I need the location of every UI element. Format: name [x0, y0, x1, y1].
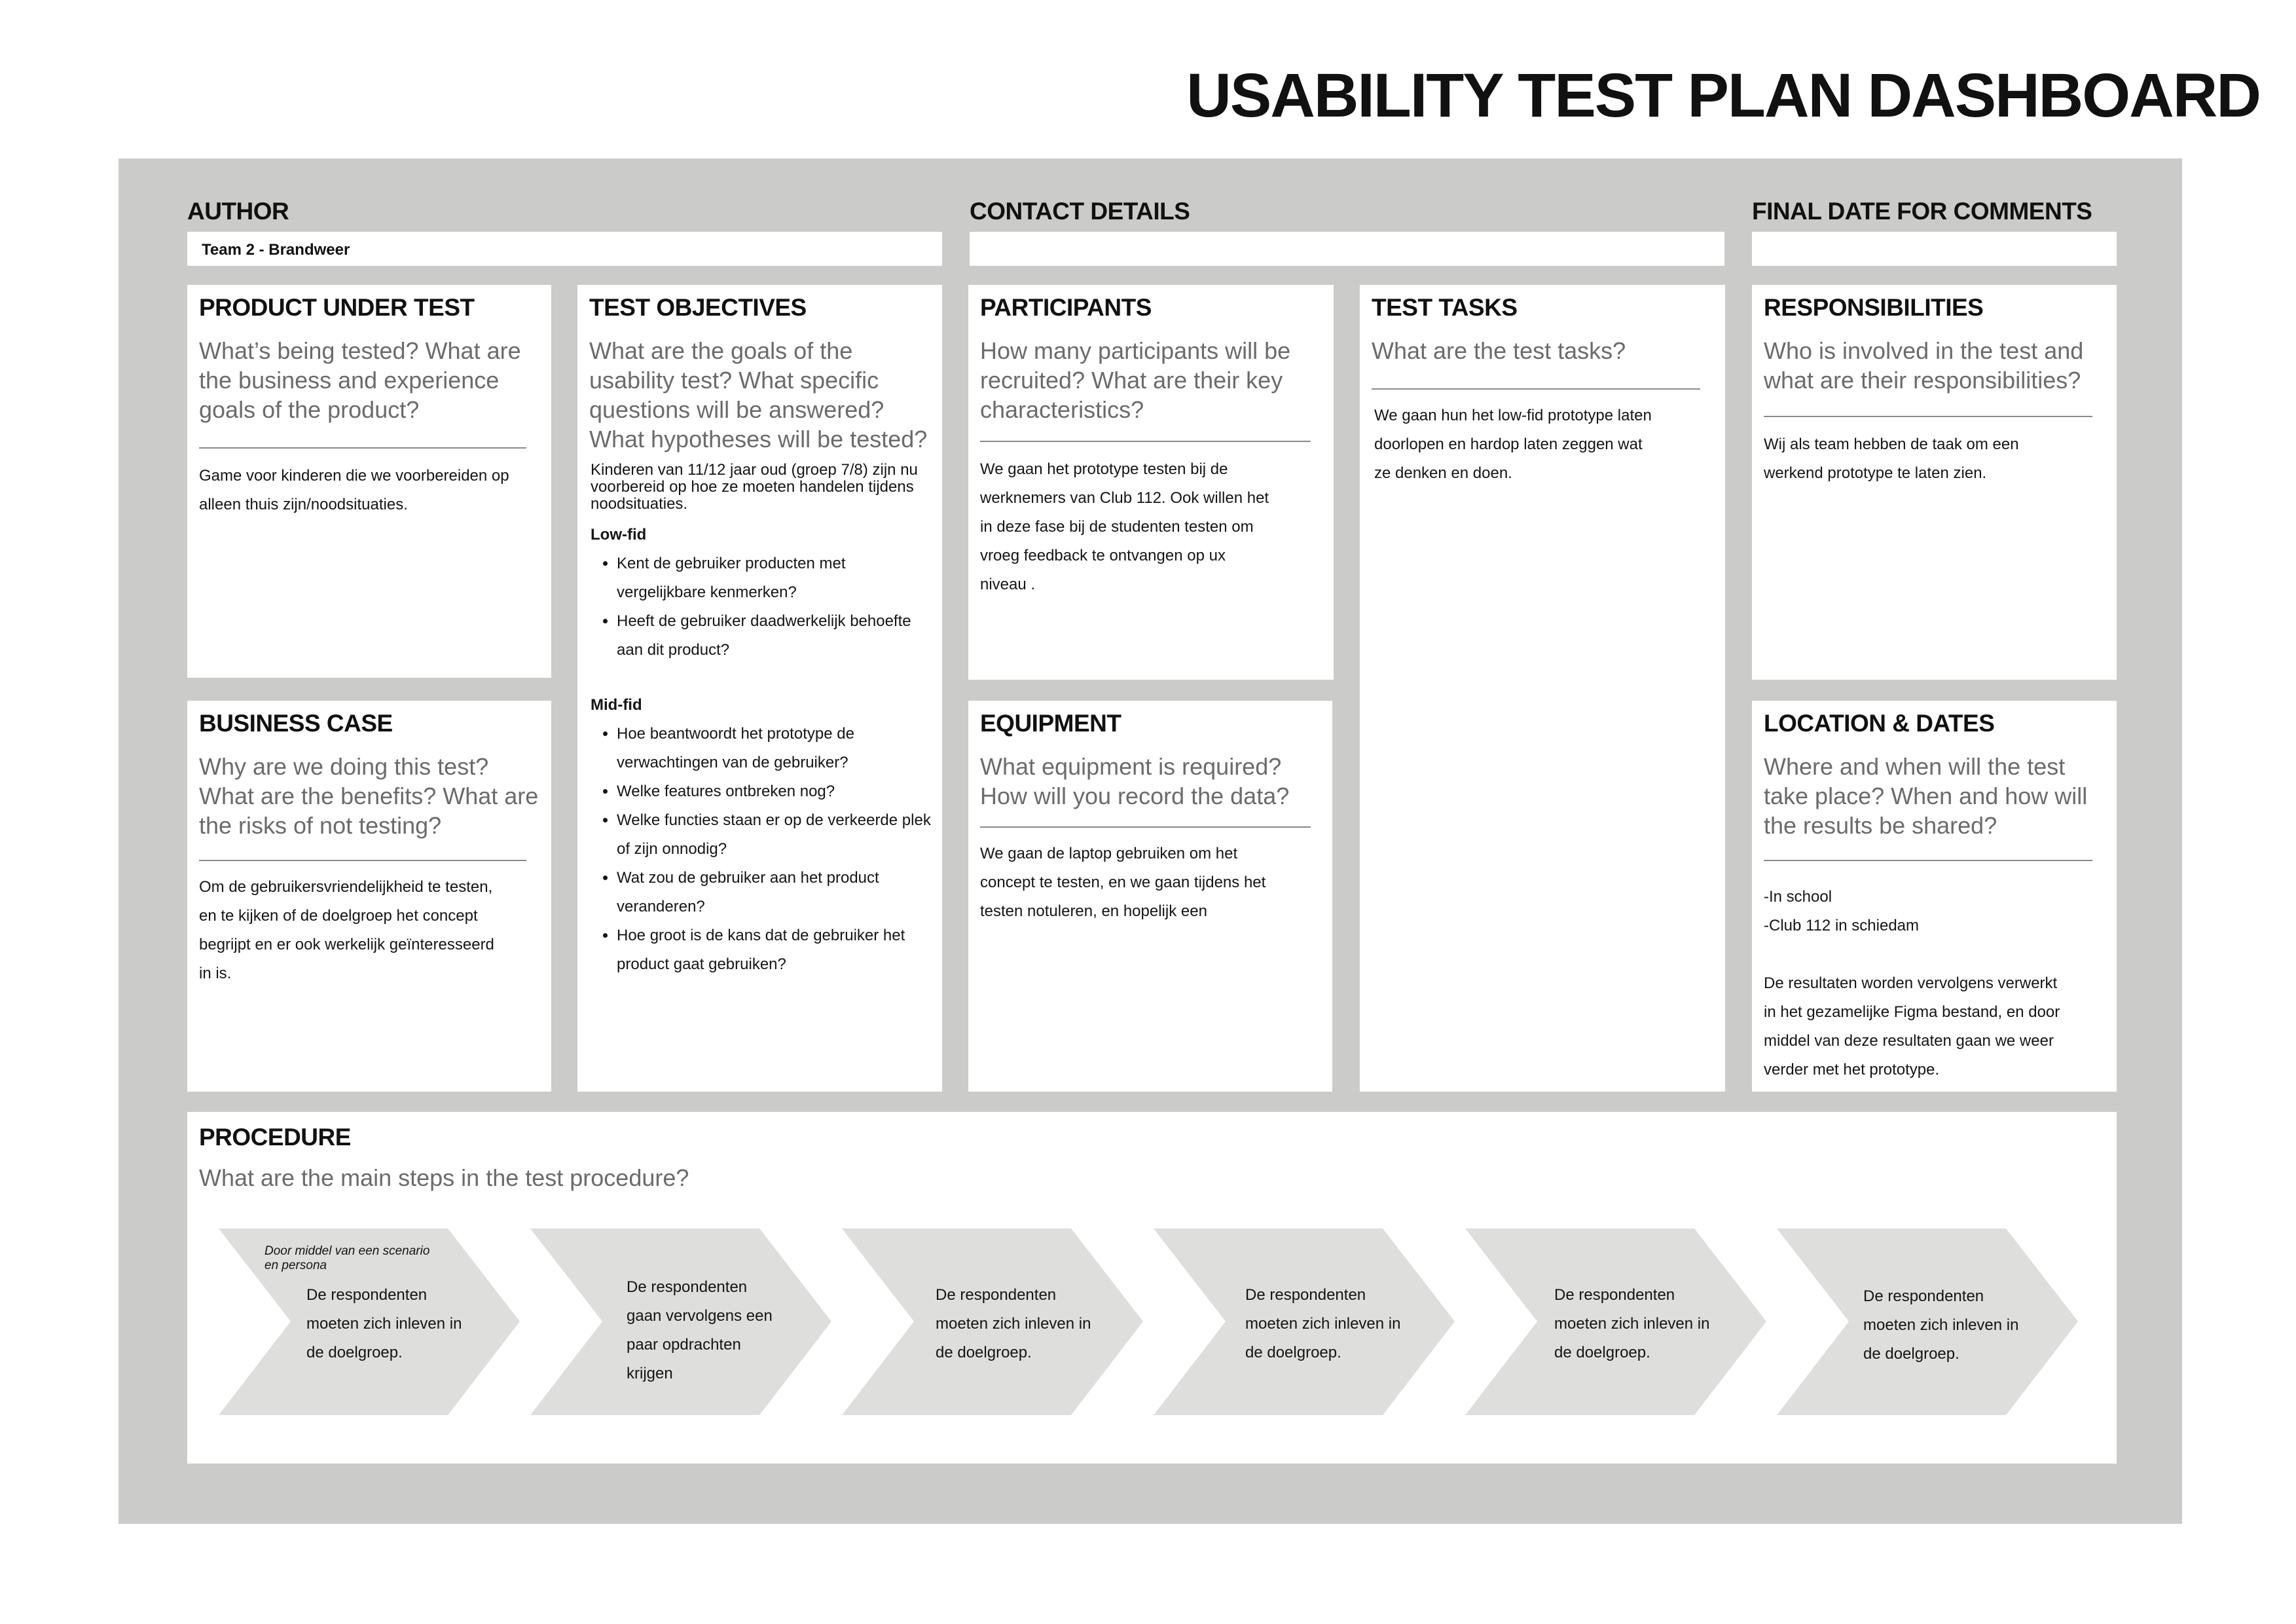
participants-text[interactable]: We gaan het prototype testen bij de werk… [980, 460, 1269, 593]
list-item: Welke functies staan er op de verkeerde … [617, 806, 938, 864]
test-tasks-question: What are the test tasks? [1372, 337, 1626, 364]
participants-title: PARTICIPANTS [980, 294, 1152, 321]
author-field[interactable]: Team 2 - Brandweer [187, 232, 942, 266]
divider [199, 447, 526, 449]
midfid-list: Hoe beantwoordt het prototype de verwach… [591, 720, 938, 979]
product-under-test-question: What’s being tested? What are the busine… [199, 337, 521, 423]
divider [980, 826, 1311, 828]
chevron-shape [1465, 1228, 1766, 1415]
list-item: Welke features ontbreken nog? [617, 777, 938, 806]
equipment-title: EQUIPMENT [980, 710, 1121, 737]
participants-card: PARTICIPANTS How many participants will … [968, 285, 1334, 680]
equipment-text[interactable]: We gaan de laptop gebruiken om het conce… [980, 845, 1266, 920]
procedure-question: What are the main steps in the test proc… [199, 1164, 689, 1191]
final-date-label: FINAL DATE FOR COMMENTS [1752, 198, 2092, 225]
author-label: AUTHOR [187, 198, 289, 225]
location-dates-text[interactable]: -In school -Club 112 in schiedam De resu… [1764, 888, 2060, 1079]
location-dates-question: Where and when will the test take place?… [1764, 753, 2088, 839]
product-under-test-text[interactable]: Game voor kinderen die we voorbereiden o… [199, 467, 509, 513]
chevron-shape [1777, 1228, 2078, 1415]
contact-details-label: CONTACT DETAILS [970, 198, 1190, 225]
test-tasks-title: TEST TASKS [1372, 294, 1518, 321]
divider [980, 441, 1311, 442]
divider [1764, 416, 2092, 417]
list-item: Kent de gebruiker producten met vergelij… [617, 549, 938, 607]
equipment-card: EQUIPMENT What equipment is required? Ho… [968, 701, 1332, 1092]
responsibilities-question: Who is involved in the test and what are… [1764, 337, 2084, 394]
test-objectives-question: What are the goals of the usability test… [589, 337, 928, 452]
responsibilities-card: RESPONSIBILITIES Who is involved in the … [1752, 285, 2117, 680]
procedure-title: PROCEDURE [199, 1124, 351, 1151]
list-item: Hoe beantwoordt het prototype de verwach… [617, 720, 938, 777]
chevron-shape [530, 1228, 831, 1415]
contact-details-field[interactable] [970, 232, 1724, 266]
divider [1372, 388, 1700, 390]
chevron-shape [842, 1228, 1143, 1415]
test-objectives-title: TEST OBJECTIVES [589, 294, 807, 321]
page-title: USABILITY TEST PLAN DASHBOARD [1186, 61, 2261, 130]
divider [1764, 860, 2092, 861]
divider [199, 860, 526, 861]
list-item: Wat zou de gebruiker aan het product ver… [617, 864, 938, 921]
chevron-shape [1154, 1228, 1455, 1415]
equipment-question: What equipment is required? How will you… [980, 753, 1290, 809]
business-case-title: BUSINESS CASE [199, 710, 393, 737]
responsibilities-title: RESPONSIBILITIES [1764, 294, 1984, 321]
business-case-question: Why are we doing this test? What are the… [199, 753, 539, 839]
test-tasks-card: TEST TASKS What are the test tasks? We g… [1360, 285, 1725, 1092]
lowfid-list: Kent de gebruiker producten met vergelij… [591, 549, 938, 665]
final-date-field[interactable] [1752, 232, 2117, 266]
location-dates-card: LOCATION & DATES Where and when will the… [1752, 701, 2117, 1092]
midfid-label: Mid-fid [591, 696, 642, 714]
list-item: Hoe groot is de kans dat de gebruiker he… [617, 921, 938, 979]
test-objectives-text[interactable]: Kinderen van 11/12 jaar oud (groep 7/8) … [591, 462, 938, 1005]
responsibilities-text[interactable]: Wij als team hebben de taak om een werke… [1764, 435, 2019, 482]
product-under-test-title: PRODUCT UNDER TEST [199, 294, 475, 321]
objectives-intro: Kinderen van 11/12 jaar oud (groep 7/8) … [591, 461, 918, 513]
product-under-test-card: PRODUCT UNDER TEST What’s being tested? … [187, 285, 551, 678]
test-tasks-text[interactable]: We gaan hun het low-fid prototype laten … [1374, 407, 1652, 482]
location-dates-title: LOCATION & DATES [1764, 710, 1995, 737]
business-case-text[interactable]: Om de gebruikersvriendelijkheid te teste… [199, 878, 494, 982]
lowfid-label: Low-fid [591, 526, 647, 544]
participants-question: How many participants will be recruited?… [980, 337, 1291, 423]
business-case-card: BUSINESS CASE Why are we doing this test… [187, 701, 551, 1092]
list-item: Heeft de gebruiker daadwerkelijk behoeft… [617, 607, 938, 665]
test-objectives-card: TEST OBJECTIVES What are the goals of th… [577, 285, 942, 1092]
chevron-shape [219, 1228, 520, 1415]
author-value: Team 2 - Brandweer [202, 241, 350, 259]
